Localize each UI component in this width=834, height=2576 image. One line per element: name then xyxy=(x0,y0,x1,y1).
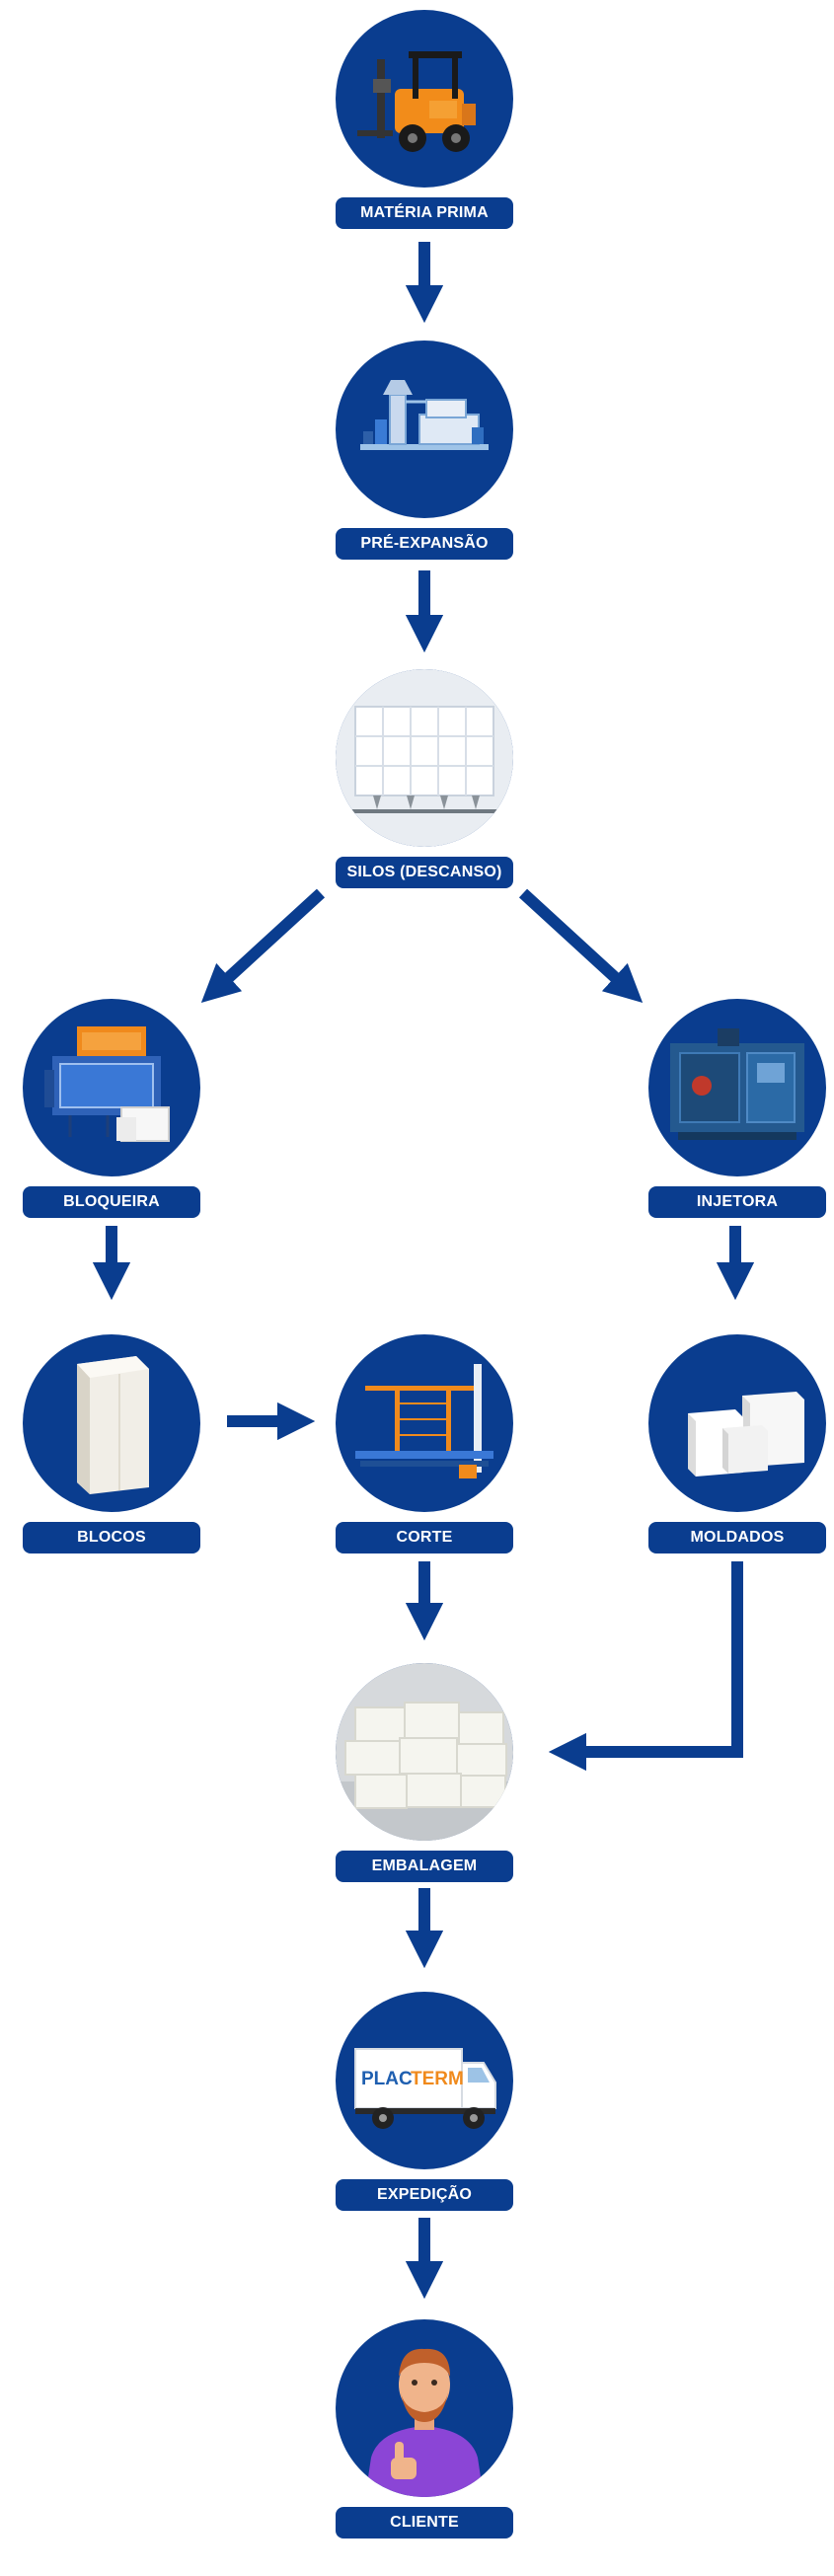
step-injetora: INJETORA xyxy=(648,999,826,1255)
molded-parts-icon xyxy=(648,1334,826,1512)
step-label: BLOCOS xyxy=(23,1522,200,1553)
customer-thumbs-up-icon xyxy=(336,2319,513,2497)
cutting-machine-icon xyxy=(336,1334,513,1512)
forklift-icon xyxy=(336,10,513,188)
step-label: MOLDADOS xyxy=(648,1522,826,1553)
step-label: EXPEDIÇÃO xyxy=(336,2179,513,2211)
step-label: MATÉRIA PRIMA xyxy=(336,197,513,229)
packaging-stack-icon xyxy=(336,1663,513,1841)
step-bloqueira: BLOQUEIRA xyxy=(23,999,200,1255)
step-embalagem: EMBALAGEM xyxy=(336,1663,513,1920)
arrow-silos-to-injetora xyxy=(518,888,644,1003)
step-materia-prima: MATÉRIA PRIMA xyxy=(336,10,513,266)
step-label: EMBALAGEM xyxy=(336,1851,513,1882)
pre-expander-machine-icon xyxy=(336,341,513,518)
arrow-silos-to-bloqueira xyxy=(200,888,326,1003)
step-label: PRÉ-EXPANSÃO xyxy=(336,528,513,560)
step-label: BLOQUEIRA xyxy=(23,1186,200,1218)
block-molding-machine-icon xyxy=(23,999,200,1176)
step-label: CORTE xyxy=(336,1522,513,1553)
step-label: INJETORA xyxy=(648,1186,826,1218)
step-expedicao: PLAC TERM EXPEDIÇÃO xyxy=(336,1992,513,2248)
step-label: SILOS (DESCANSO) xyxy=(336,857,513,888)
step-blocos: BLOCOS xyxy=(23,1334,200,1591)
step-corte: CORTE xyxy=(336,1334,513,1591)
silo-icon xyxy=(336,669,513,847)
step-moldados: MOLDADOS xyxy=(648,1334,826,1591)
truck-brand-term: TERM xyxy=(411,2069,464,2089)
injection-machine-icon xyxy=(648,999,826,1176)
arrow-moldados-to-embalagem xyxy=(548,1561,743,1772)
step-label: CLIENTE xyxy=(336,2507,513,2538)
step-cliente: CLIENTE xyxy=(336,2319,513,2576)
foam-block-icon xyxy=(23,1334,200,1512)
truck-brand-plac: PLAC xyxy=(361,2069,413,2089)
step-pre-expansao: PRÉ-EXPANSÃO xyxy=(336,341,513,597)
delivery-truck-icon: PLAC TERM xyxy=(336,1992,513,2169)
step-silos: SILOS (DESCANSO) xyxy=(336,669,513,926)
